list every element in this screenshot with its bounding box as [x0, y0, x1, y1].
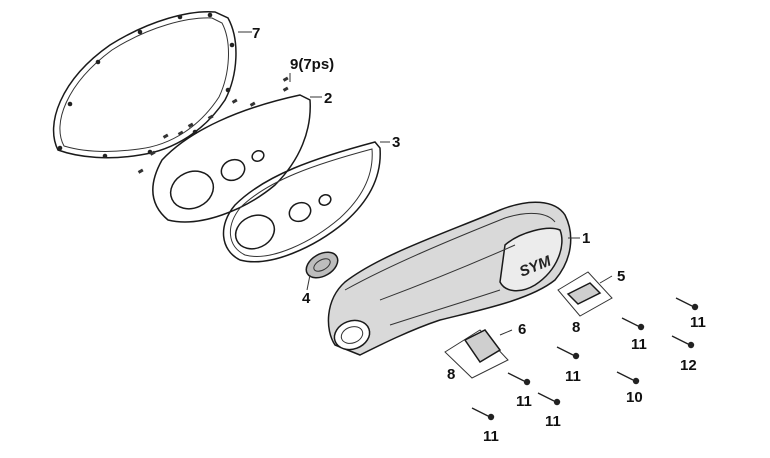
gasket-part-3: [222, 141, 381, 263]
bolt-11c: [507, 372, 531, 386]
callout-1: 1: [582, 230, 590, 247]
bolt-11b: [556, 346, 580, 360]
bolt-10: [616, 371, 640, 385]
seal-part-4: [305, 251, 339, 279]
callout-11c: 11: [565, 368, 581, 385]
clip-part-6: [444, 329, 509, 379]
callout-6: 6: [518, 321, 526, 338]
clip-part-5: [557, 271, 613, 317]
callout-11f: 11: [483, 428, 499, 445]
leader-5: [599, 275, 613, 284]
callout-4: 4: [302, 290, 311, 307]
callout-12: 12: [680, 357, 697, 374]
callout-5: 5: [617, 268, 625, 285]
inner-plate-part-2: [152, 94, 311, 223]
screws-part-9: [137, 76, 289, 174]
bolt-11d: [537, 392, 561, 406]
callout-labels: 7 9(7ps) 2 3 1 5 4 8 6 11 11 12 8 11 11 …: [252, 25, 706, 445]
callout-11d: 11: [516, 393, 532, 410]
callout-11b: 11: [631, 336, 647, 353]
callout-8b: 8: [447, 366, 455, 383]
leader-4: [306, 274, 311, 291]
bolts-group: [471, 297, 699, 421]
gasket-outer-part-7: [52, 11, 237, 159]
callout-10: 10: [626, 389, 643, 406]
callout-7: 7: [252, 25, 260, 42]
bolt-12: [675, 297, 699, 311]
bolt-11e: [471, 407, 495, 421]
callout-11a: 11: [690, 314, 706, 331]
callout-9: 9(7ps): [290, 56, 334, 73]
crankcase-cover-part-1: SYM: [327, 201, 572, 356]
callout-8a: 8: [572, 319, 580, 336]
callout-2: 2: [324, 90, 332, 107]
leader-6: [499, 329, 513, 336]
callout-3: 3: [392, 134, 400, 151]
callout-11e: 11: [545, 413, 561, 430]
bolt-12b: [671, 335, 695, 349]
bolt-11a: [621, 317, 645, 331]
